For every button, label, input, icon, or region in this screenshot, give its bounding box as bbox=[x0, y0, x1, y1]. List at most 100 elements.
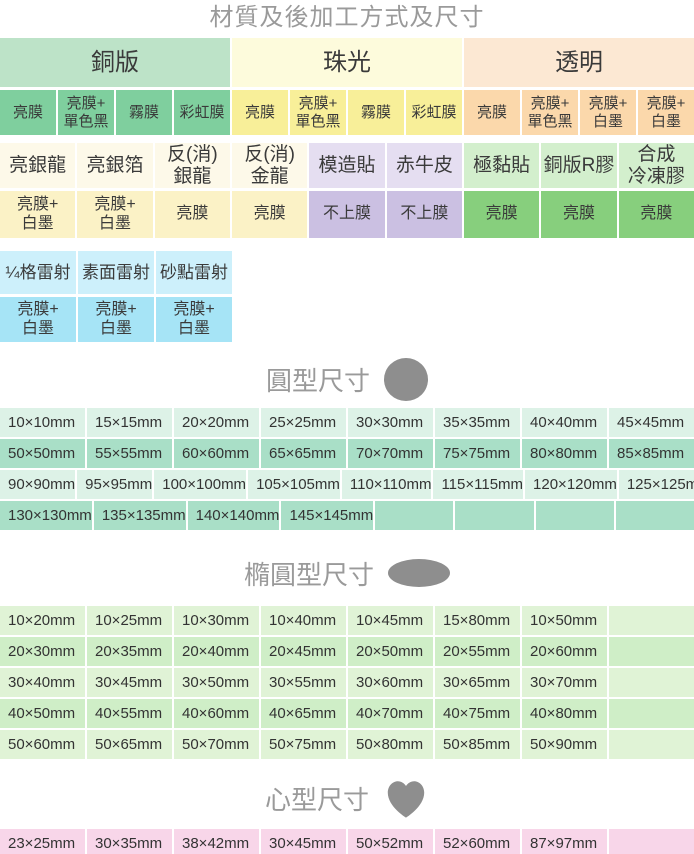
header-matte-silver: 反(消) 銀龍 bbox=[154, 143, 230, 188]
size-cell: 90×90mm bbox=[0, 470, 76, 499]
size-cell bbox=[609, 829, 694, 854]
size-cell: 15×15mm bbox=[87, 408, 172, 437]
size-cell: 20×45mm bbox=[261, 637, 346, 666]
page-title: 材質及後加工方式及尺寸 bbox=[209, 4, 485, 31]
size-cell: 40×50mm bbox=[0, 699, 85, 728]
size-cell: 30×65mm bbox=[435, 668, 520, 697]
size-cell: 50×90mm bbox=[522, 730, 607, 759]
size-cell: 38×42mm bbox=[174, 829, 259, 854]
size-cell: 20×35mm bbox=[87, 637, 172, 666]
size-cell bbox=[455, 501, 534, 530]
circle-size-header: 圓型尺寸 bbox=[0, 356, 694, 402]
size-cell: 87×97mm bbox=[522, 829, 607, 854]
size-cell: 65×65mm bbox=[261, 439, 346, 468]
ellipse-icon bbox=[388, 559, 450, 587]
size-cell bbox=[535, 501, 614, 530]
size-cell: 10×40mm bbox=[261, 606, 346, 635]
header-copper: 銅版 bbox=[0, 38, 230, 87]
size-cell: 40×60mm bbox=[174, 699, 259, 728]
size-cell: 85×85mm bbox=[609, 439, 694, 468]
size-cell: 40×70mm bbox=[348, 699, 433, 728]
size-cell: 25×25mm bbox=[261, 408, 346, 437]
material-option: 亮膜+ 白墨 bbox=[0, 191, 76, 238]
size-cell: 120×120mm bbox=[525, 470, 617, 499]
circle-size-title: 圓型尺寸 bbox=[265, 365, 370, 396]
pearl-option: 亮膜+ 單色黑 bbox=[290, 90, 346, 135]
size-cell: 30×70mm bbox=[522, 668, 607, 697]
size-cell: 125×125mm bbox=[618, 470, 694, 499]
material-option: 亮膜 bbox=[232, 191, 308, 238]
heart-size-title: 心型尺寸 bbox=[264, 784, 369, 815]
size-cell bbox=[609, 730, 694, 759]
laser-option: 亮膜+ 白墨 bbox=[0, 297, 76, 342]
ellipse-size-title: 橢圓型尺寸 bbox=[243, 559, 374, 590]
header-sand-dot-laser: 砂點雷射 bbox=[156, 251, 232, 294]
size-cell: 10×30mm bbox=[174, 606, 259, 635]
size-cell bbox=[609, 699, 694, 728]
header-pearl: 珠光 bbox=[232, 38, 462, 87]
header-silver-dragon: 亮銀龍 bbox=[0, 143, 76, 188]
material-option: 亮膜 bbox=[464, 191, 540, 238]
size-cell: 30×35mm bbox=[87, 829, 172, 854]
size-cell: 40×80mm bbox=[522, 699, 607, 728]
size-cell: 40×65mm bbox=[261, 699, 346, 728]
header-frozen-glue: 合成 冷凍膠 bbox=[618, 143, 694, 188]
copper-option: 亮膜 bbox=[0, 90, 56, 135]
size-cell: 15×80mm bbox=[435, 606, 520, 635]
pearl-option: 亮膜 bbox=[232, 90, 288, 135]
size-cell: 40×40mm bbox=[522, 408, 607, 437]
size-cell: 95×95mm bbox=[77, 470, 153, 499]
size-cell: 40×75mm bbox=[435, 699, 520, 728]
size-cell: 50×65mm bbox=[87, 730, 172, 759]
size-cell: 105×105mm bbox=[248, 470, 340, 499]
size-cell bbox=[609, 606, 694, 635]
clear-option: 亮膜+ 白墨 bbox=[638, 90, 694, 135]
size-cell: 35×35mm bbox=[435, 408, 520, 437]
material-group-2: 亮銀龍 亮銀箔 反(消) 銀龍 反(消) 金龍 模造貼 赤牛皮 極黏貼 銅版R膠… bbox=[0, 143, 694, 238]
size-cell: 20×40mm bbox=[174, 637, 259, 666]
header-kraft: 赤牛皮 bbox=[386, 143, 462, 188]
size-cell: 10×10mm bbox=[0, 408, 85, 437]
header-plain-laser: 素面雷射 bbox=[78, 251, 154, 294]
header-woodfree: 模造貼 bbox=[309, 143, 385, 188]
size-cell: 130×130mm bbox=[0, 501, 92, 530]
circle-icon bbox=[384, 357, 428, 401]
size-cell: 20×55mm bbox=[435, 637, 520, 666]
header-matte-gold: 反(消) 金龍 bbox=[232, 143, 308, 188]
ellipse-size-header: 橢圓型尺寸 bbox=[0, 556, 694, 590]
size-cell: 10×25mm bbox=[87, 606, 172, 635]
size-cell: 60×60mm bbox=[174, 439, 259, 468]
size-cell: 50×75mm bbox=[261, 730, 346, 759]
heart-icon bbox=[387, 780, 425, 818]
size-cell: 50×50mm bbox=[0, 439, 85, 468]
size-cell bbox=[609, 668, 694, 697]
material-option: 亮膜+ 白墨 bbox=[77, 191, 153, 238]
size-cell: 40×55mm bbox=[87, 699, 172, 728]
size-cell: 20×30mm bbox=[0, 637, 85, 666]
size-cell: 23×25mm bbox=[0, 829, 85, 854]
size-cell: 145×145mm bbox=[281, 501, 374, 530]
size-cell: 30×60mm bbox=[348, 668, 433, 697]
material-option: 不上膜 bbox=[386, 191, 462, 238]
size-cell: 30×45mm bbox=[87, 668, 172, 697]
size-cell bbox=[609, 637, 694, 666]
size-cell: 10×45mm bbox=[348, 606, 433, 635]
header-quarter-grid-laser: ¼格雷射 bbox=[0, 251, 76, 294]
copper-option: 亮膜+ 單色黑 bbox=[58, 90, 114, 135]
clear-option: 亮膜 bbox=[464, 90, 520, 135]
size-cell: 140×140mm bbox=[187, 501, 280, 530]
size-cell: 20×50mm bbox=[348, 637, 433, 666]
material-option: 亮膜 bbox=[154, 191, 230, 238]
size-cell: 50×80mm bbox=[348, 730, 433, 759]
laser-option: 亮膜+ 白墨 bbox=[156, 297, 232, 342]
size-cell: 30×50mm bbox=[174, 668, 259, 697]
